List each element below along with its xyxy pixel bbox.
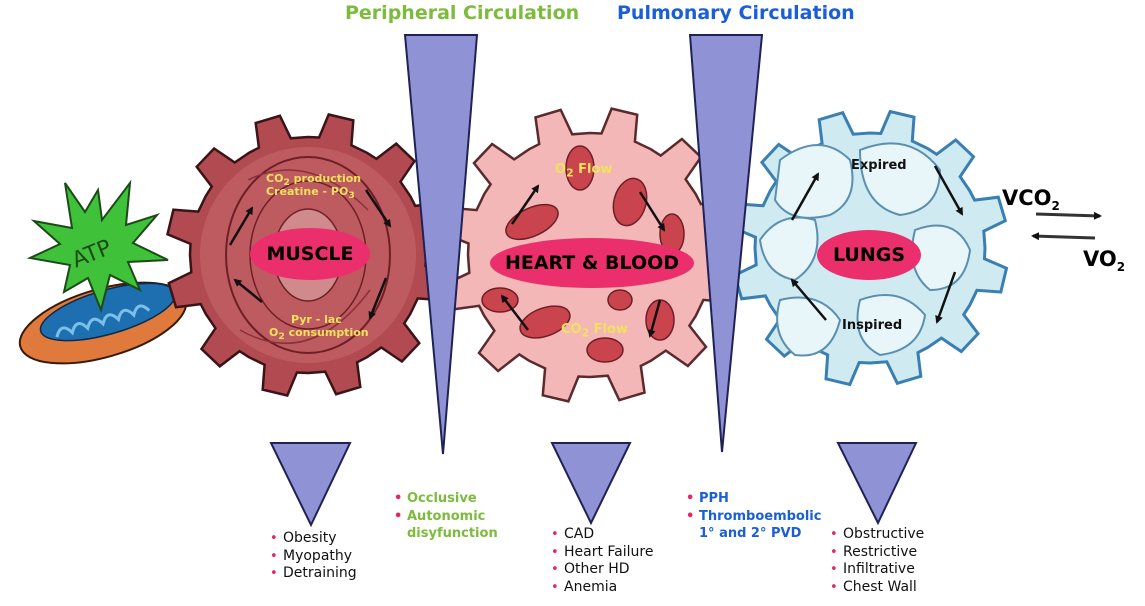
vco2-out-arrow [1035,211,1102,220]
list-item: Thromboembolic [686,508,821,526]
muscle-gear [166,113,450,397]
muscle-limitations-list: Obesity Myopathy Detraining [270,530,357,583]
list-item-continuation: disyfunction [407,526,498,541]
list-item: Myopathy [270,548,357,566]
pulmonary-limitations-list: PPH Thromboembolic 1° and 2° PVD [686,490,821,543]
muscle-cycle-arrows [228,189,392,320]
vo2-label: VO2 [1083,247,1126,275]
creatine-po3-text: Creatine - PO3 [266,185,355,202]
expired-text: Expired [851,158,907,173]
mitochondrion-icon [18,281,188,365]
list-item: Detraining [270,565,357,583]
peripheral-circulation-wedge [403,34,479,455]
inspired-text: Inspired [842,318,903,333]
list-item-continuation: 1° and 2° PVD [699,526,802,541]
list-item: Other HD [551,561,653,579]
list-item: CAD [551,526,653,544]
list-item: Occlusive [394,490,498,508]
peripheral-circulation-title: Peripheral Circulation [345,2,580,24]
vo2-in-arrow [1031,232,1096,241]
heart-limitations-list: CAD Heart Failure Other HD Anemia [551,526,653,596]
lungs-limitation-wedge [836,442,918,526]
list-item: Restrictive [830,544,924,562]
pulmonary-circulation-wedge [688,34,764,453]
muscle-label: MUSCLE [250,228,370,280]
heart-blood-label: HEART & BLOOD [490,238,694,288]
lungs-label: LUNGS [817,230,921,280]
lungs-limitations-list: Obstructive Restrictive Infiltrative Che… [830,526,924,596]
heart-flow-arrows [500,184,666,338]
muscle-limitation-wedge [269,442,352,528]
list-item: PPH [686,490,821,508]
atp-starburst-icon [26,179,169,314]
pyr-lac-text: Pyr - lac [291,313,342,326]
vco2-label: VCO2 [1002,186,1060,214]
list-item: Heart Failure [551,544,653,562]
pulmonary-circulation-title: Pulmonary Circulation [617,2,855,24]
list-item: Obesity [270,530,357,548]
o2-flow-text: O2 Flow [555,162,613,180]
co2-flow-text: CO2 Flow [561,322,628,340]
o2-consumption-text: O2 consumption [269,326,369,343]
lungs-flow-arrows [790,165,964,324]
heart-limitation-wedge [550,442,632,526]
co2-production-text: CO2 production [266,172,362,189]
list-item: Infiltrative [830,561,924,579]
list-item: Autonomic [394,508,498,526]
list-item: Obstructive [830,526,924,544]
list-item: Anemia [551,579,653,597]
peripheral-limitations-list: Occlusive Autonomic disyfunction [394,490,498,543]
list-item: Chest Wall [830,579,924,597]
